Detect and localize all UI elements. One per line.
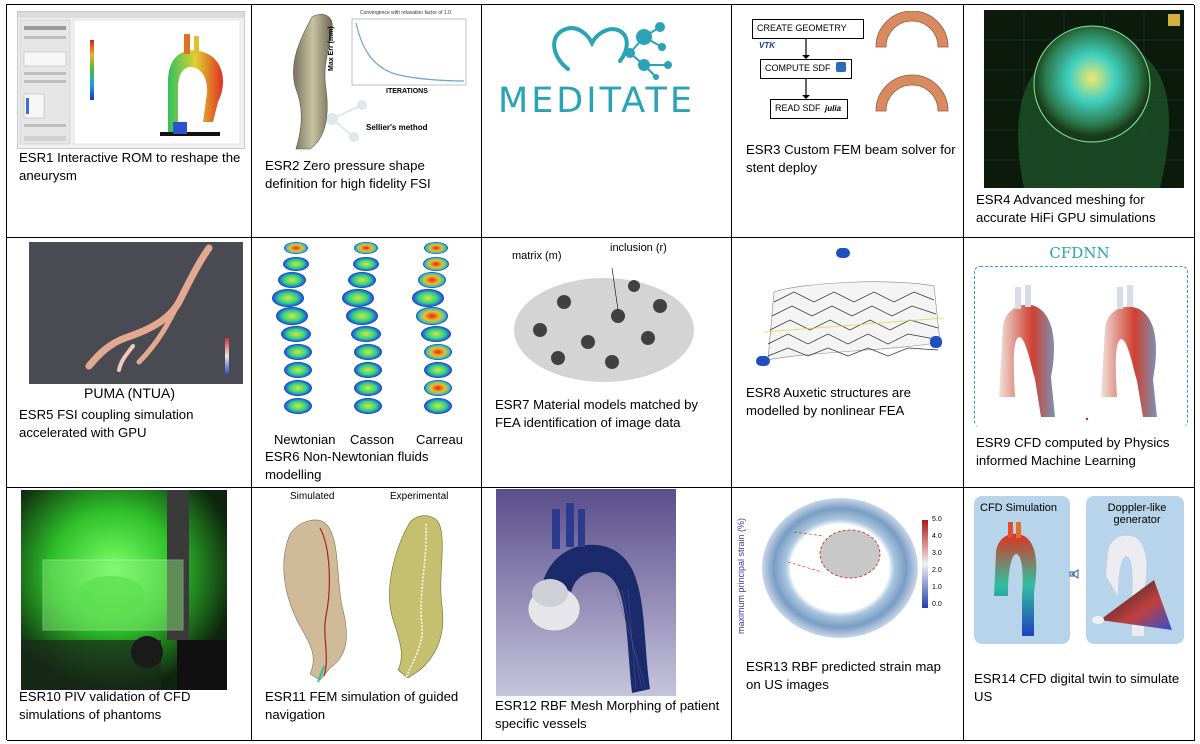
esr11-navigation-figure bbox=[260, 506, 474, 684]
esr3-step2-label: COMPUTE SDF bbox=[765, 63, 831, 73]
esr10-caption: ESR10 PIV validation of CFD simulations … bbox=[19, 689, 191, 722]
esr11-label-experimental: Experimental bbox=[390, 491, 449, 502]
esr6-caption: ESR6 Non-Newtonian fluids modelling bbox=[265, 449, 429, 482]
esr-project-grid: ESR1 Interactive ROM to reshape the aneu… bbox=[6, 4, 1195, 741]
julia-logo: julia bbox=[825, 104, 842, 113]
esr2-plot-ylabel: Max Err (mm) bbox=[328, 26, 335, 71]
esr13-strain-map: 5.0 4.0 3.0 2.0 1.0 0.0 bbox=[754, 492, 956, 642]
cell-esr10: ESR10 PIV validation of CFD simulations … bbox=[7, 488, 252, 741]
cell-esr13: maximum principal strain (%) bbox=[732, 488, 964, 741]
cell-esr7: matrix (m) inclusion (r) ESR7 Material m… bbox=[482, 238, 732, 488]
esr6-label-casson: Casson bbox=[350, 432, 395, 447]
vtk-logo: VTK bbox=[759, 41, 775, 50]
esr3-step1-label: CREATE GEOMETRY bbox=[757, 23, 847, 33]
esr11-label-simulated: Simulated bbox=[290, 491, 335, 502]
esr2-method-label: Sellier's method bbox=[366, 123, 428, 132]
cell-esr1: ESR1 Interactive ROM to reshape the aneu… bbox=[7, 5, 252, 238]
cell-esr2: Convergence with relaxation factor of 1.… bbox=[252, 5, 482, 238]
esr13-tick-3: 3.0 bbox=[932, 550, 942, 557]
cell-esr4: ESR4 Advanced meshing for accurate HiFi … bbox=[964, 5, 1195, 238]
esr14-caption: ESR14 CFD digital twin to simulate US bbox=[974, 671, 1180, 704]
meditate-logo: MEDITATE bbox=[492, 9, 722, 129]
esr6-fluid-contours bbox=[266, 240, 472, 428]
cell-esr14: CFD Simulation Doppler-like generator bbox=[964, 488, 1195, 741]
esr2-caption: ESR2 Zero pressure shape definition for … bbox=[265, 158, 431, 191]
esr9-aorta-renders bbox=[974, 266, 1188, 427]
cell-esr5: PUMA (NTUA) ESR5 FSI coupling simulation… bbox=[7, 238, 252, 488]
esr5-fsi-render bbox=[29, 242, 243, 384]
esr7-material-figure: matrix (m) inclusion (r) bbox=[502, 238, 716, 388]
esr13-tick-2: 2.0 bbox=[932, 567, 942, 574]
esr12-mesh-morphing-render bbox=[496, 489, 676, 696]
esr13-tick-0: 0.0 bbox=[932, 601, 942, 608]
esr3-step-read-sdf: READ SDF julia bbox=[770, 99, 848, 119]
esr3-step-compute-sdf: COMPUTE SDF bbox=[760, 59, 852, 79]
esr12-caption: ESR12 RBF Mesh Morphing of patient speci… bbox=[495, 698, 720, 731]
esr4-meshing-render bbox=[984, 10, 1184, 188]
esr8-auxetic-stent bbox=[744, 242, 956, 384]
esr2-plot-title: Convergence with relaxation factor of 1.… bbox=[360, 10, 451, 16]
esr3-workflow-figure: CREATE GEOMETRY VTK COMPUTE SDF READ SDF… bbox=[746, 11, 956, 129]
esr7-label-matrix: matrix (m) bbox=[512, 250, 562, 262]
esr14-label-doppler: Doppler-like generator bbox=[1107, 502, 1167, 526]
cell-esr8: ESR8 Auxetic structures are modelled by … bbox=[732, 238, 964, 488]
esr3-step3-label: READ SDF bbox=[775, 103, 821, 113]
esr1-caption: ESR1 Interactive ROM to reshape the aneu… bbox=[19, 150, 241, 183]
cell-esr11: Simulated Experimental ESR11 FEM simulat… bbox=[252, 488, 482, 741]
esr7-caption: ESR7 Material models matched by FEA iden… bbox=[495, 397, 699, 430]
esr13-tick-1: 1.0 bbox=[932, 584, 942, 591]
cell-esr12: ESR12 RBF Mesh Morphing of patient speci… bbox=[482, 488, 732, 741]
esr2-plot-xlabel: ITERATIONS bbox=[386, 88, 428, 95]
esr3-caption: ESR3 Custom FEM beam solver for stent de… bbox=[746, 142, 956, 175]
esr14-digital-twin-figure: CFD Simulation Doppler-like generator bbox=[972, 496, 1186, 656]
esr6-label-newtonian: Newtonian bbox=[274, 432, 336, 447]
esr13-axis-label: maximum principal strain (%) bbox=[736, 517, 746, 634]
esr9-caption: ESR9 CFD computed by Physics informed Ma… bbox=[976, 435, 1170, 468]
cell-esr3: CREATE GEOMETRY VTK COMPUTE SDF READ SDF… bbox=[732, 5, 964, 238]
esr1-rom-screenshot bbox=[17, 11, 245, 149]
esr10-piv-photo bbox=[21, 490, 227, 690]
cpp-logo-icon bbox=[836, 62, 847, 72]
esr4-caption: ESR4 Advanced meshing for accurate HiFi … bbox=[976, 192, 1156, 225]
esr8-caption: ESR8 Auxetic structures are modelled by … bbox=[746, 385, 911, 418]
esr11-caption: ESR11 FEM simulation of guided navigatio… bbox=[265, 689, 459, 722]
esr5-caption: ESR5 FSI coupling simulation accelerated… bbox=[19, 407, 194, 440]
cell-esr9: CFDNN ESR9 CFD computed by Physics infor… bbox=[964, 238, 1195, 488]
esr6-label-carreau: Carreau bbox=[416, 432, 463, 447]
esr5-puma-label: PUMA (NTUA) bbox=[84, 385, 175, 401]
esr7-label-inclusion: inclusion (r) bbox=[610, 242, 667, 254]
esr13-caption: ESR13 RBF predicted strain map on US ima… bbox=[746, 659, 941, 692]
esr9-cfdnn-title: CFDNN bbox=[1049, 244, 1110, 262]
esr2-zero-pressure-figure: Convergence with relaxation factor of 1.… bbox=[282, 9, 472, 153]
cell-esr6: Newtonian Casson Carreau ESR6 Non-Newton… bbox=[252, 238, 482, 488]
meditate-logo-text: MEDITATE bbox=[498, 81, 695, 121]
cell-logo: MEDITATE bbox=[482, 5, 732, 238]
esr14-label-cfd: CFD Simulation bbox=[980, 502, 1058, 514]
esr13-tick-5: 5.0 bbox=[932, 516, 942, 523]
esr13-tick-4: 4.0 bbox=[932, 533, 942, 540]
esr3-step-create-geometry: CREATE GEOMETRY VTK bbox=[752, 19, 864, 50]
